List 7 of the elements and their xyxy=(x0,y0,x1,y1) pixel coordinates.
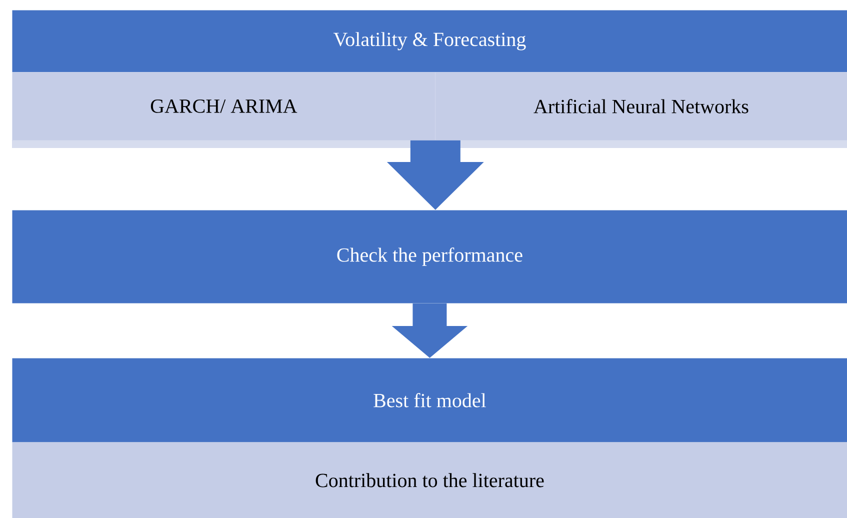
process-box: Artificial Neural Networks xyxy=(435,72,847,140)
process-band: Check the performance xyxy=(12,210,847,304)
node-label: Artificial Neural Networks xyxy=(534,99,748,114)
process-band: Volatility & Forecasting xyxy=(12,10,847,72)
process-box: GARCH/ ARIMA xyxy=(12,72,436,140)
node-label: GARCH/ ARIMA xyxy=(150,99,298,113)
process-box: Contribution to the literature xyxy=(12,442,847,518)
